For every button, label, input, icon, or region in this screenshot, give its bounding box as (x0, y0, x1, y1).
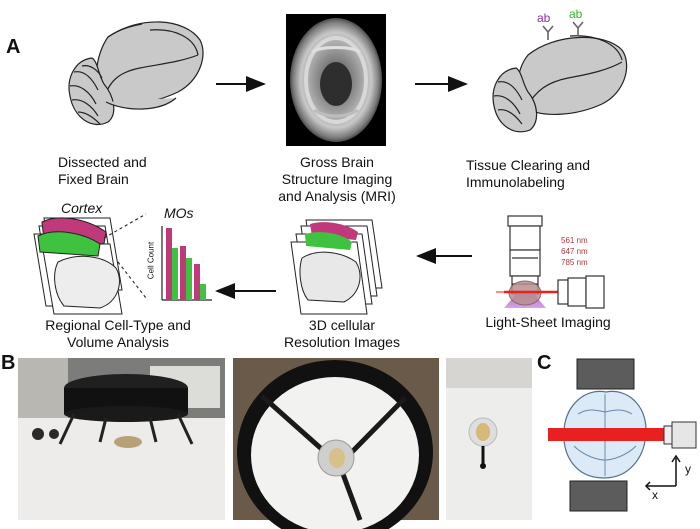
photo-middle (233, 358, 439, 529)
bar-5 (194, 264, 200, 300)
step-regional-caption: Regional Cell-Type and Volume Analysis (45, 317, 191, 350)
axis-y-label: y (685, 462, 691, 476)
bar-4 (186, 258, 192, 300)
cortex-label: Cortex (61, 200, 103, 216)
cell-count-axis-label: Cell Count (146, 241, 156, 280)
step-lightsheet-caption: Light-Sheet Imaging (485, 314, 611, 330)
sample-brain-in-sheet (496, 280, 560, 306)
image-stack-illustration (290, 219, 383, 315)
panel-c-schematic (548, 358, 697, 512)
bar-3 (180, 246, 186, 300)
wavelength-647: 647 nm (561, 247, 588, 256)
step-resolution-caption: 3D cellular Resolution Images (284, 317, 400, 350)
cleared-brain-illustration (492, 35, 628, 133)
antibody-label-purple: ab (537, 11, 551, 25)
bar-6 (200, 284, 206, 300)
mri-scan-image (286, 14, 386, 146)
photo-right (446, 358, 532, 520)
antibody-icon-green (572, 21, 584, 36)
illumination-objective-icon (557, 275, 605, 309)
panel-b-letter: B (1, 352, 16, 374)
bar-2 (172, 248, 178, 300)
atlas-stack-illustration (33, 217, 123, 315)
photo-left (18, 358, 225, 520)
mos-label: MOs (164, 205, 194, 221)
antibody-label-green: ab (569, 7, 583, 21)
wavelength-561: 561 nm (561, 236, 588, 245)
cell-count-bar-chart (161, 226, 212, 301)
dissected-brain-illustration (68, 21, 204, 126)
antibody-icon-purple (542, 25, 554, 40)
wavelength-785: 785 nm (561, 258, 588, 267)
step-mri-caption: Gross Brain Structure Imaging and Analys… (278, 154, 396, 204)
bar-1 (166, 228, 172, 300)
step-clearing-caption: Tissue Clearing and Immunolabeling (466, 157, 590, 190)
panel-a-letter: A (6, 36, 21, 58)
axis-x-label: x (652, 488, 658, 502)
panel-c-letter: C (537, 352, 552, 374)
step-dissected-caption: Dissected and Fixed Brain (58, 154, 147, 187)
